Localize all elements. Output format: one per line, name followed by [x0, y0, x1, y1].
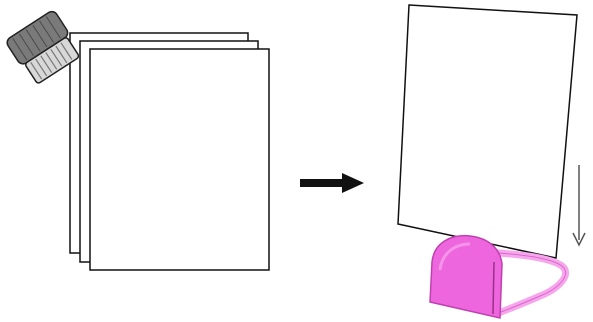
down-arrow-icon: [573, 165, 585, 245]
right-arrow-icon: [300, 173, 364, 193]
paper-stack: [70, 33, 269, 270]
standing-paper: [398, 5, 577, 258]
stand-body: [430, 236, 502, 318]
paper-sheet-front: [90, 49, 269, 270]
